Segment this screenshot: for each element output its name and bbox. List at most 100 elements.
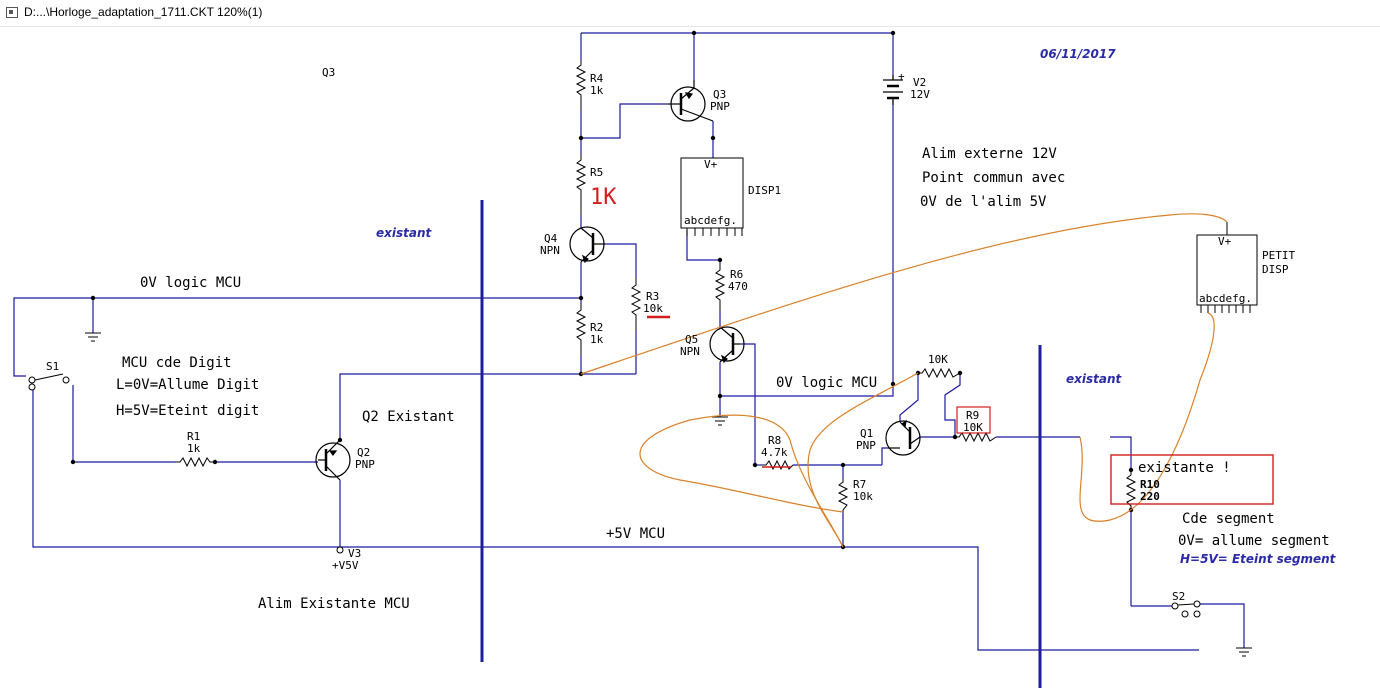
v2-ref: V2 — [913, 76, 926, 89]
transistor-q5 — [709, 326, 745, 364]
ground-icon — [85, 332, 101, 342]
resistor-r9 — [955, 431, 997, 443]
resistor-r3 — [630, 278, 642, 330]
resistor-r5 — [575, 155, 587, 215]
r4-value: 1k — [590, 84, 604, 97]
r4-ref: R4 — [590, 72, 604, 85]
q3-floating-label: Q3 — [322, 66, 335, 79]
h-eteint-segment: H=5V= Eteint segment — [1180, 552, 1337, 566]
resistor-r4 — [575, 60, 587, 110]
battery-v2 — [883, 75, 903, 105]
r9-highlight-box — [956, 406, 991, 434]
switch-s2 — [1171, 600, 1201, 618]
display-disp1 — [680, 157, 744, 236]
v3-value: +V5V — [332, 559, 359, 572]
resistor-r8 — [762, 459, 794, 471]
cde-segment: Cde segment — [1182, 511, 1275, 527]
v2-value: 12V — [910, 88, 930, 101]
petit-ref2: DISP — [1262, 263, 1289, 276]
r10k-top-value: 10K — [928, 353, 948, 366]
r6-ref: R6 — [730, 268, 743, 281]
q4-ref: Q4 — [544, 232, 558, 245]
mcu-cde-digit: MCU cde Digit — [122, 355, 232, 371]
r1-ref: R1 — [187, 430, 200, 443]
r8-ref: R8 — [768, 434, 781, 447]
q2-existant-label: Q2 Existant — [362, 409, 455, 425]
zero-v-allume-segment: 0V= allume segment — [1178, 533, 1330, 549]
transistor-q3 — [668, 80, 714, 122]
petit-pins: abcdefg. — [1199, 292, 1252, 305]
r5-ref: R5 — [590, 166, 603, 179]
window-title: D:...\Horloge_adaptation_1711.CKT 120%(1… — [24, 5, 263, 19]
r9-ref: R9 — [966, 409, 979, 422]
r2-ref: R2 — [590, 321, 603, 334]
v3-terminal — [336, 546, 344, 554]
r7-value: 10k — [853, 490, 873, 503]
resistor-10k-top — [918, 367, 961, 379]
transistor-q2 — [315, 439, 351, 481]
existante-text: existante ! — [1138, 460, 1231, 476]
resistors — [175, 60, 1137, 511]
q3-type: PNP — [710, 100, 730, 113]
alim-existante-mcu: Alim Existante MCU — [258, 596, 410, 612]
disp1-ref: DISP1 — [748, 184, 781, 197]
alim-externe-line3: 0V de l'alim 5V — [920, 194, 1047, 210]
resistor-r2 — [575, 303, 587, 356]
resistor-r7 — [837, 478, 849, 511]
h-eteint-digit: H=5V=Eteint digit — [116, 403, 259, 419]
transistor-q4 — [569, 226, 605, 264]
alim-externe-line1: Alim externe 12V — [922, 146, 1057, 162]
s2-ref: S2 — [1172, 590, 1185, 603]
resistor-r6 — [714, 264, 726, 311]
r5-value: 1K — [590, 185, 617, 210]
r2-value: 1k — [590, 333, 604, 346]
l-allume-digit: L=0V=Allume Digit — [116, 377, 259, 393]
text-labels: 06/11/2017 Q3 R4 1k Q3 PNP + V2 12V R5 1… — [46, 47, 1337, 612]
date-label: 06/11/2017 — [1040, 47, 1116, 61]
alim-externe-line2: Point commun avec — [922, 170, 1065, 186]
q4-type: NPN — [540, 244, 560, 257]
schematic-canvas[interactable]: 06/11/2017 Q3 R4 1k Q3 PNP + V2 12V R5 1… — [0, 26, 1380, 688]
r6-value: 470 — [728, 280, 748, 293]
window-titlebar: D:...\Horloge_adaptation_1711.CKT 120%(1… — [0, 0, 1380, 27]
r3-ref: R3 — [646, 290, 659, 303]
existante-box — [1110, 454, 1274, 505]
q3-ref: Q3 — [713, 88, 726, 101]
r7-ref: R7 — [853, 478, 866, 491]
r10-value: 220 — [1140, 490, 1160, 503]
ground-icon — [1236, 647, 1252, 657]
v2-plus: + — [898, 70, 905, 83]
transistors — [315, 80, 921, 481]
red-highlights — [647, 315, 1274, 505]
r9-value: 10K — [963, 421, 983, 434]
resistor-r1 — [175, 456, 215, 468]
q1-type: PNP — [856, 439, 876, 452]
petit-ref1: PETIT — [1262, 249, 1295, 262]
disp1-pins: abcdefg. — [684, 214, 737, 227]
r10-ref: R10 — [1140, 478, 1160, 491]
q2-ref: Q2 — [357, 446, 370, 459]
plus5v-mcu-label: +5V MCU — [606, 526, 665, 542]
r3-value: 10k — [643, 302, 663, 315]
petit-vplus: V+ — [1218, 235, 1232, 248]
zero-v-logic-mid: 0V logic MCU — [776, 375, 877, 391]
s1-ref: S1 — [46, 360, 59, 373]
section-dividers — [480, 200, 1042, 688]
hand-drawn-wire-overlay — [580, 213, 1228, 548]
q2-type: PNP — [355, 458, 375, 471]
q1-ref: Q1 — [860, 427, 873, 440]
q5-ref: Q5 — [685, 333, 698, 346]
r1-value: 1k — [187, 442, 201, 455]
existant-right: existant — [1066, 372, 1123, 386]
existant-left: existant — [376, 226, 433, 240]
v3-ref: V3 — [348, 547, 361, 560]
display-petit — [1196, 222, 1258, 313]
r8-value: 4.7k — [761, 446, 788, 459]
app-icon — [6, 7, 18, 18]
disp1-vplus: V+ — [704, 158, 718, 171]
ground-icon — [712, 416, 728, 426]
grounds — [85, 332, 1252, 657]
transistor-q1 — [885, 419, 921, 456]
zero-v-logic-left: 0V logic MCU — [140, 275, 241, 291]
wires — [13, 32, 1245, 651]
